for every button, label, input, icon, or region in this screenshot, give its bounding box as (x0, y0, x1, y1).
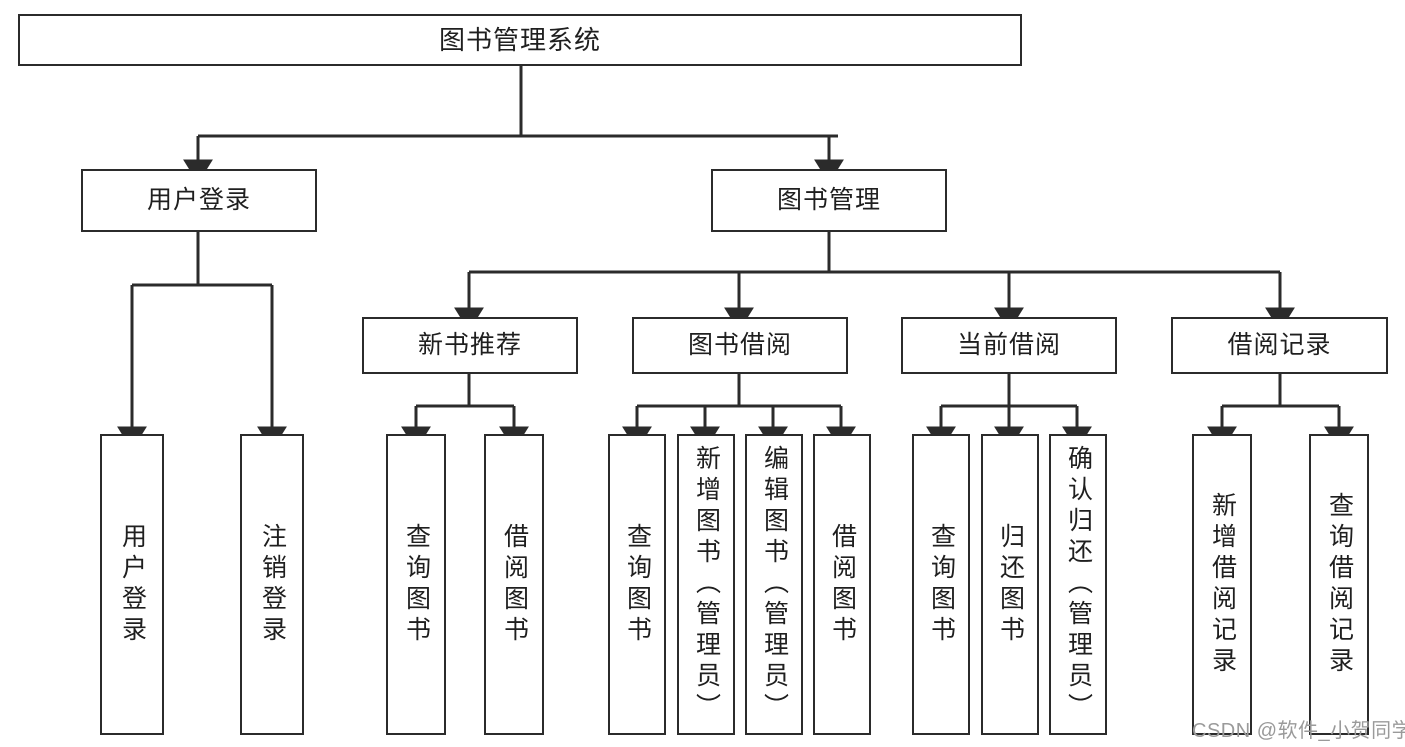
node-leaf-confirm-return-label: 确认归还（管理员） (1064, 445, 1093, 724)
node-leaf-user-login[interactable]: 用户登录 (100, 434, 164, 735)
node-leaf-edit-book[interactable]: 编辑图书（管理员） (745, 434, 803, 735)
node-leaf-query-book-2[interactable]: 查询图书 (608, 434, 666, 735)
node-book-borrow-label: 图书借阅 (687, 330, 792, 359)
node-leaf-query-book-3-label: 查询图书 (927, 522, 956, 647)
node-root-label: 图书管理系统 (438, 24, 601, 55)
node-user-login[interactable]: 用户登录 (81, 169, 317, 232)
node-book-borrow[interactable]: 图书借阅 (632, 317, 848, 374)
node-leaf-return-book-label: 归还图书 (996, 522, 1025, 647)
node-leaf-logout-label: 注销登录 (258, 522, 287, 647)
node-leaf-logout[interactable]: 注销登录 (240, 434, 304, 735)
node-leaf-edit-book-label: 编辑图书（管理员） (760, 445, 789, 724)
node-leaf-borrow-book-2-label: 借阅图书 (828, 522, 857, 647)
node-leaf-add-book-label: 新增图书（管理员） (692, 445, 721, 724)
node-leaf-query-book-2-label: 查询图书 (623, 522, 652, 647)
node-new-book-rec[interactable]: 新书推荐 (362, 317, 578, 374)
node-leaf-return-book[interactable]: 归还图书 (981, 434, 1039, 735)
node-new-book-rec-label: 新书推荐 (417, 330, 522, 359)
node-root[interactable]: 图书管理系统 (18, 14, 1022, 66)
node-leaf-borrow-book-2[interactable]: 借阅图书 (813, 434, 871, 735)
node-leaf-confirm-return[interactable]: 确认归还（管理员） (1049, 434, 1107, 735)
node-current-borrow[interactable]: 当前借阅 (901, 317, 1117, 374)
node-book-manage[interactable]: 图书管理 (711, 169, 947, 232)
node-leaf-query-record-label: 查询借阅记录 (1325, 491, 1354, 678)
node-leaf-query-book-1[interactable]: 查询图书 (386, 434, 446, 735)
csdn-watermark: CSDN @软件_小贺同学 (1192, 720, 1405, 742)
node-user-login-label: 用户登录 (146, 185, 251, 214)
node-borrow-record-label: 借阅记录 (1227, 330, 1332, 359)
node-current-borrow-label: 当前借阅 (956, 330, 1061, 359)
node-leaf-query-book-3[interactable]: 查询图书 (912, 434, 970, 735)
node-leaf-query-book-1-label: 查询图书 (402, 522, 431, 647)
node-leaf-add-record[interactable]: 新增借阅记录 (1192, 434, 1252, 735)
node-leaf-add-book[interactable]: 新增图书（管理员） (677, 434, 735, 735)
node-leaf-borrow-book-1[interactable]: 借阅图书 (484, 434, 544, 735)
node-leaf-borrow-book-1-label: 借阅图书 (500, 522, 529, 647)
node-leaf-user-login-label: 用户登录 (118, 522, 147, 647)
node-book-manage-label: 图书管理 (776, 185, 881, 214)
node-leaf-query-record[interactable]: 查询借阅记录 (1309, 434, 1369, 735)
node-borrow-record[interactable]: 借阅记录 (1171, 317, 1388, 374)
node-leaf-add-record-label: 新增借阅记录 (1208, 491, 1237, 678)
